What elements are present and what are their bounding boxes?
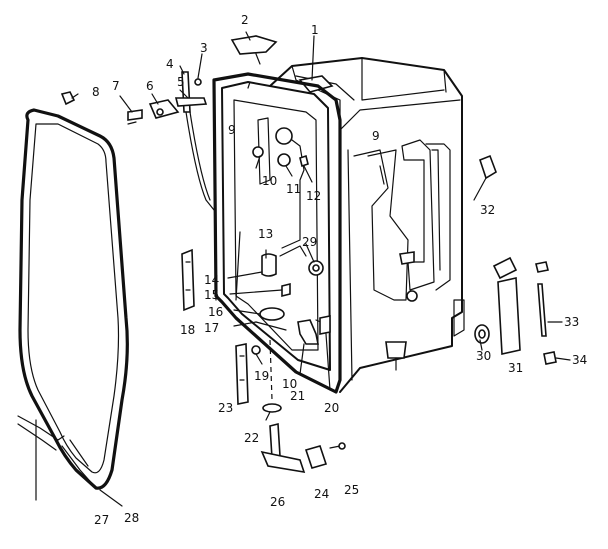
- callout-2: 2: [241, 13, 249, 27]
- callout-18: 18: [180, 323, 195, 337]
- callout-30: 30: [476, 349, 491, 363]
- callout-33: 33: [564, 315, 579, 329]
- callout-5: 5: [177, 75, 185, 89]
- callout-7: 7: [112, 79, 120, 93]
- callout-13: 13: [258, 227, 273, 241]
- callout-27: 27: [94, 513, 109, 527]
- lower-brackets: [181, 248, 346, 474]
- callout-1: 1: [311, 23, 319, 37]
- door-gasket: [17, 108, 129, 490]
- callout-32: 32: [480, 203, 495, 217]
- callout-3: 3: [200, 41, 208, 55]
- callout-11: 11: [286, 182, 301, 196]
- tub-assembly: [212, 57, 465, 394]
- callout-22: 22: [244, 431, 259, 445]
- callout-21: 21: [290, 389, 305, 403]
- callout-34: 34: [572, 353, 587, 367]
- callout-28: 28: [124, 511, 139, 525]
- callout-20: 20: [324, 401, 339, 415]
- callout-labels: 1 2 3 4 5 6 7 8 9 9 10 10 11 12 13 14 15…: [92, 13, 587, 527]
- callout-8: 8: [92, 85, 100, 99]
- callout-10-upper: 10: [262, 174, 277, 188]
- callout-10-lower: 10: [282, 377, 297, 391]
- callout-19: 19: [254, 369, 269, 383]
- callout-23: 23: [218, 401, 233, 415]
- callout-29: 29: [302, 235, 317, 249]
- callout-16: 16: [208, 305, 223, 319]
- callout-15: 15: [204, 288, 219, 302]
- callout-24: 24: [314, 487, 329, 501]
- callout-9-right: 9: [372, 129, 380, 143]
- callout-6: 6: [146, 79, 154, 93]
- callout-17: 17: [204, 321, 219, 335]
- callout-25: 25: [344, 483, 359, 497]
- hinge-parts: [60, 35, 278, 211]
- leader-lines: [35, 31, 487, 507]
- callout-31: 31: [508, 361, 523, 375]
- callout-4: 4: [166, 57, 174, 71]
- callout-9-left: 9: [228, 123, 236, 137]
- callout-14: 14: [204, 273, 219, 287]
- callout-12: 12: [306, 189, 321, 203]
- callout-26: 26: [270, 495, 285, 509]
- right-parts: [474, 154, 557, 365]
